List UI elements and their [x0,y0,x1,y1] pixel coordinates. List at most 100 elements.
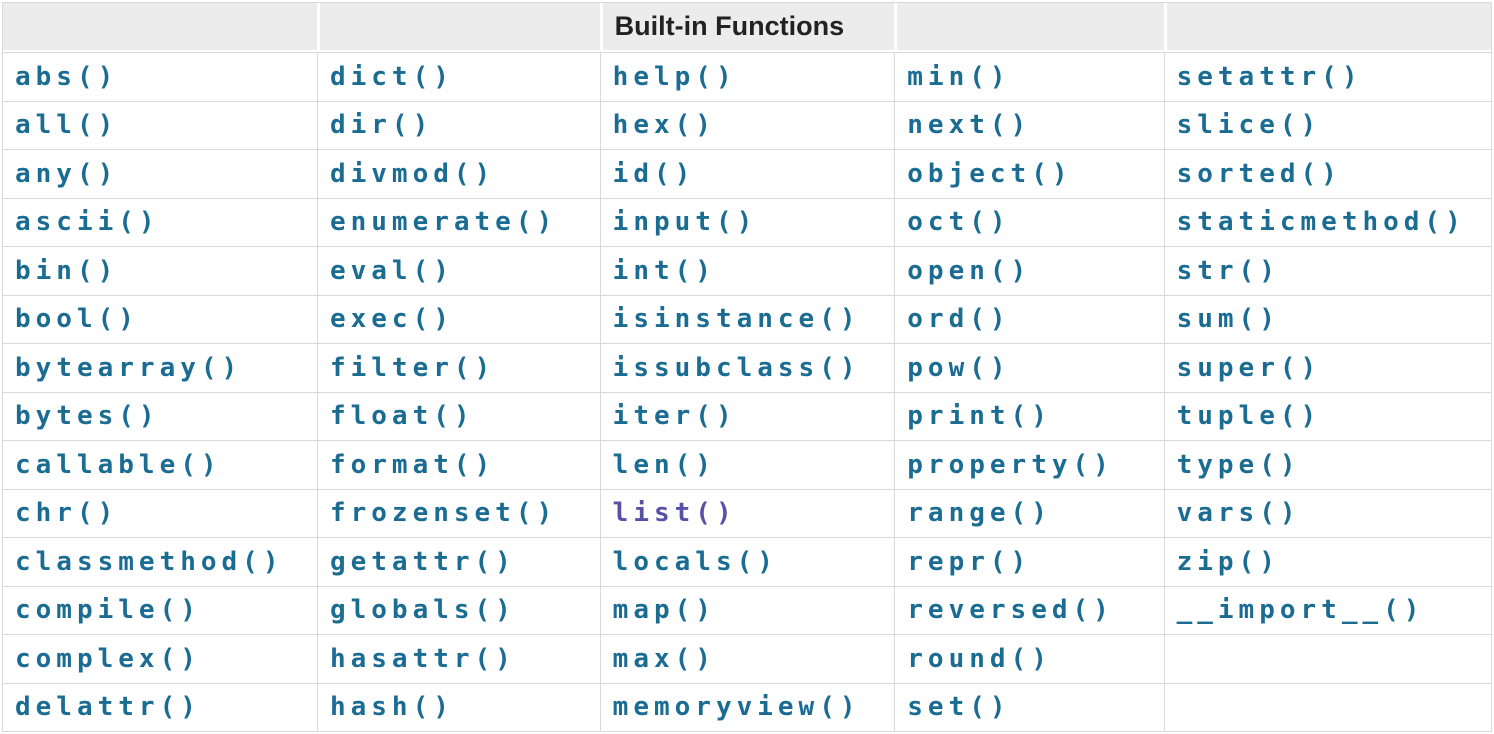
function-link-map[interactable]: map() [612,595,716,626]
function-link-input[interactable]: input() [612,207,758,238]
function-link-getattr[interactable]: getattr() [329,546,516,577]
function-link-round[interactable]: round() [907,643,1052,674]
table-cell: str() [1163,246,1491,295]
header-cell-empty-4 [894,3,1164,52]
function-link-bin[interactable]: bin() [15,255,119,286]
table-cell: iter() [599,391,895,440]
header-cell-empty-5 [1163,3,1491,52]
function-link-any[interactable]: any() [15,158,119,189]
function-link-oct[interactable]: oct() [907,207,1011,238]
function-link-sum[interactable]: sum() [1176,304,1280,335]
function-link-issubclass[interactable]: issubclass() [612,352,861,383]
function-link-divmod[interactable]: divmod() [329,158,496,189]
table-cell: sum() [1163,294,1491,343]
table-cell: tuple() [1163,391,1491,440]
function-link-object[interactable]: object() [907,158,1073,189]
function-link-setattr[interactable]: setattr() [1176,61,1363,92]
function-link-tuple[interactable]: tuple() [1176,401,1322,432]
function-link-exec[interactable]: exec() [329,304,454,335]
function-link-repr[interactable]: repr() [907,546,1032,577]
table-row: classmethod() getattr() locals() repr() zip(… [3,537,1491,586]
function-link-ascii[interactable]: ascii() [15,207,160,238]
function-link-locals[interactable]: locals() [612,546,778,577]
function-link-isinstance[interactable]: isinstance() [612,304,861,335]
function-link-type[interactable]: type() [1176,449,1301,480]
function-link-super[interactable]: super() [1176,352,1322,383]
function-link-bool[interactable]: bool() [15,304,139,335]
table-cell [1163,682,1491,731]
function-link-frozenset[interactable]: frozenset() [329,498,558,529]
function-link-list[interactable]: list() [612,498,737,529]
table-body: abs() dict() help() min() setattr() all() dir(… [3,52,1491,731]
table-cell: round() [894,634,1164,683]
function-link-min[interactable]: min() [907,61,1011,92]
function-link-property[interactable]: property() [907,449,1114,480]
function-link-enumerate[interactable]: enumerate() [329,207,558,238]
function-link-set[interactable]: set() [907,692,1011,723]
function-link-bytearray[interactable]: bytearray() [15,352,243,383]
function-link-callable[interactable]: callable() [15,449,222,480]
table-cell: frozenset() [316,488,600,537]
function-link-vars[interactable]: vars() [1176,498,1301,529]
function-link-sorted[interactable]: sorted() [1176,158,1342,189]
function-link-slice[interactable]: slice() [1176,110,1322,141]
function-link-format[interactable]: format() [329,449,496,480]
function-link-filter[interactable]: filter() [329,352,496,383]
function-link-range[interactable]: range() [907,498,1052,529]
function-link-int[interactable]: int() [612,255,716,286]
table-cell: super() [1163,343,1491,392]
table-row: compile() globals() map() reversed() __impor… [3,585,1491,634]
function-link-zip[interactable]: zip() [1176,546,1280,577]
table-title: Built-in Functions [599,3,895,52]
function-link-str[interactable]: str() [1176,255,1280,286]
function-link-eval[interactable]: eval() [329,255,454,286]
function-link-reversed[interactable]: reversed() [907,595,1114,626]
function-link-dir[interactable]: dir() [329,110,434,141]
function-link-staticmethod[interactable]: staticmethod() [1176,207,1466,238]
table-cell: chr() [3,488,317,537]
function-link-next[interactable]: next() [907,110,1032,141]
table-cell: format() [316,440,600,489]
table-cell: list() [599,488,895,537]
function-link-help[interactable]: help() [612,61,737,92]
function-link-hasattr[interactable]: hasattr() [329,643,516,674]
function-link-chr[interactable]: chr() [15,498,119,529]
table-cell: bin() [3,246,317,295]
function-link-pow[interactable]: pow() [907,352,1011,383]
function-link-float[interactable]: float() [329,401,475,432]
function-link-max[interactable]: max() [612,643,716,674]
function-link-globals[interactable]: globals() [329,595,516,626]
table-cell: complex() [3,634,317,683]
function-link-all[interactable]: all() [15,110,119,141]
function-link-iter[interactable]: iter() [612,401,737,432]
function-link-hex[interactable]: hex() [612,110,716,141]
function-link-bytes[interactable]: bytes() [15,401,160,432]
function-link-open[interactable]: open() [907,255,1032,286]
function-link-hash[interactable]: hash() [329,692,454,723]
table-cell: min() [894,52,1164,101]
function-link-dict[interactable]: dict() [329,61,454,92]
header-cell-empty-1 [3,3,317,52]
function-link-classmethod[interactable]: classmethod() [15,546,284,577]
table-cell: any() [3,149,317,198]
table-cell: compile() [3,585,317,634]
function-link-print[interactable]: print() [907,401,1052,432]
function-link-id[interactable]: id() [612,158,696,189]
table-cell: exec() [316,294,600,343]
table-row: abs() dict() help() min() setattr() [3,52,1491,101]
table-cell: ascii() [3,197,317,246]
table-row: bin() eval() int() open() str() [3,246,1491,295]
table-cell: enumerate() [316,197,600,246]
function-link-abs[interactable]: abs() [15,61,119,92]
function-link-ord[interactable]: ord() [907,304,1011,335]
table-row: chr() frozenset() list() range() vars() [3,488,1491,537]
function-link-__import__[interactable]: __import__() [1176,595,1425,626]
function-link-compile[interactable]: compile() [15,595,201,626]
table-cell: ord() [894,294,1164,343]
table-cell: bytearray() [3,343,317,392]
function-link-len[interactable]: len() [612,449,716,480]
function-link-complex[interactable]: complex() [15,643,201,674]
function-link-delattr[interactable]: delattr() [15,692,201,723]
table-cell: globals() [316,585,600,634]
function-link-memoryview[interactable]: memoryview() [612,692,861,723]
